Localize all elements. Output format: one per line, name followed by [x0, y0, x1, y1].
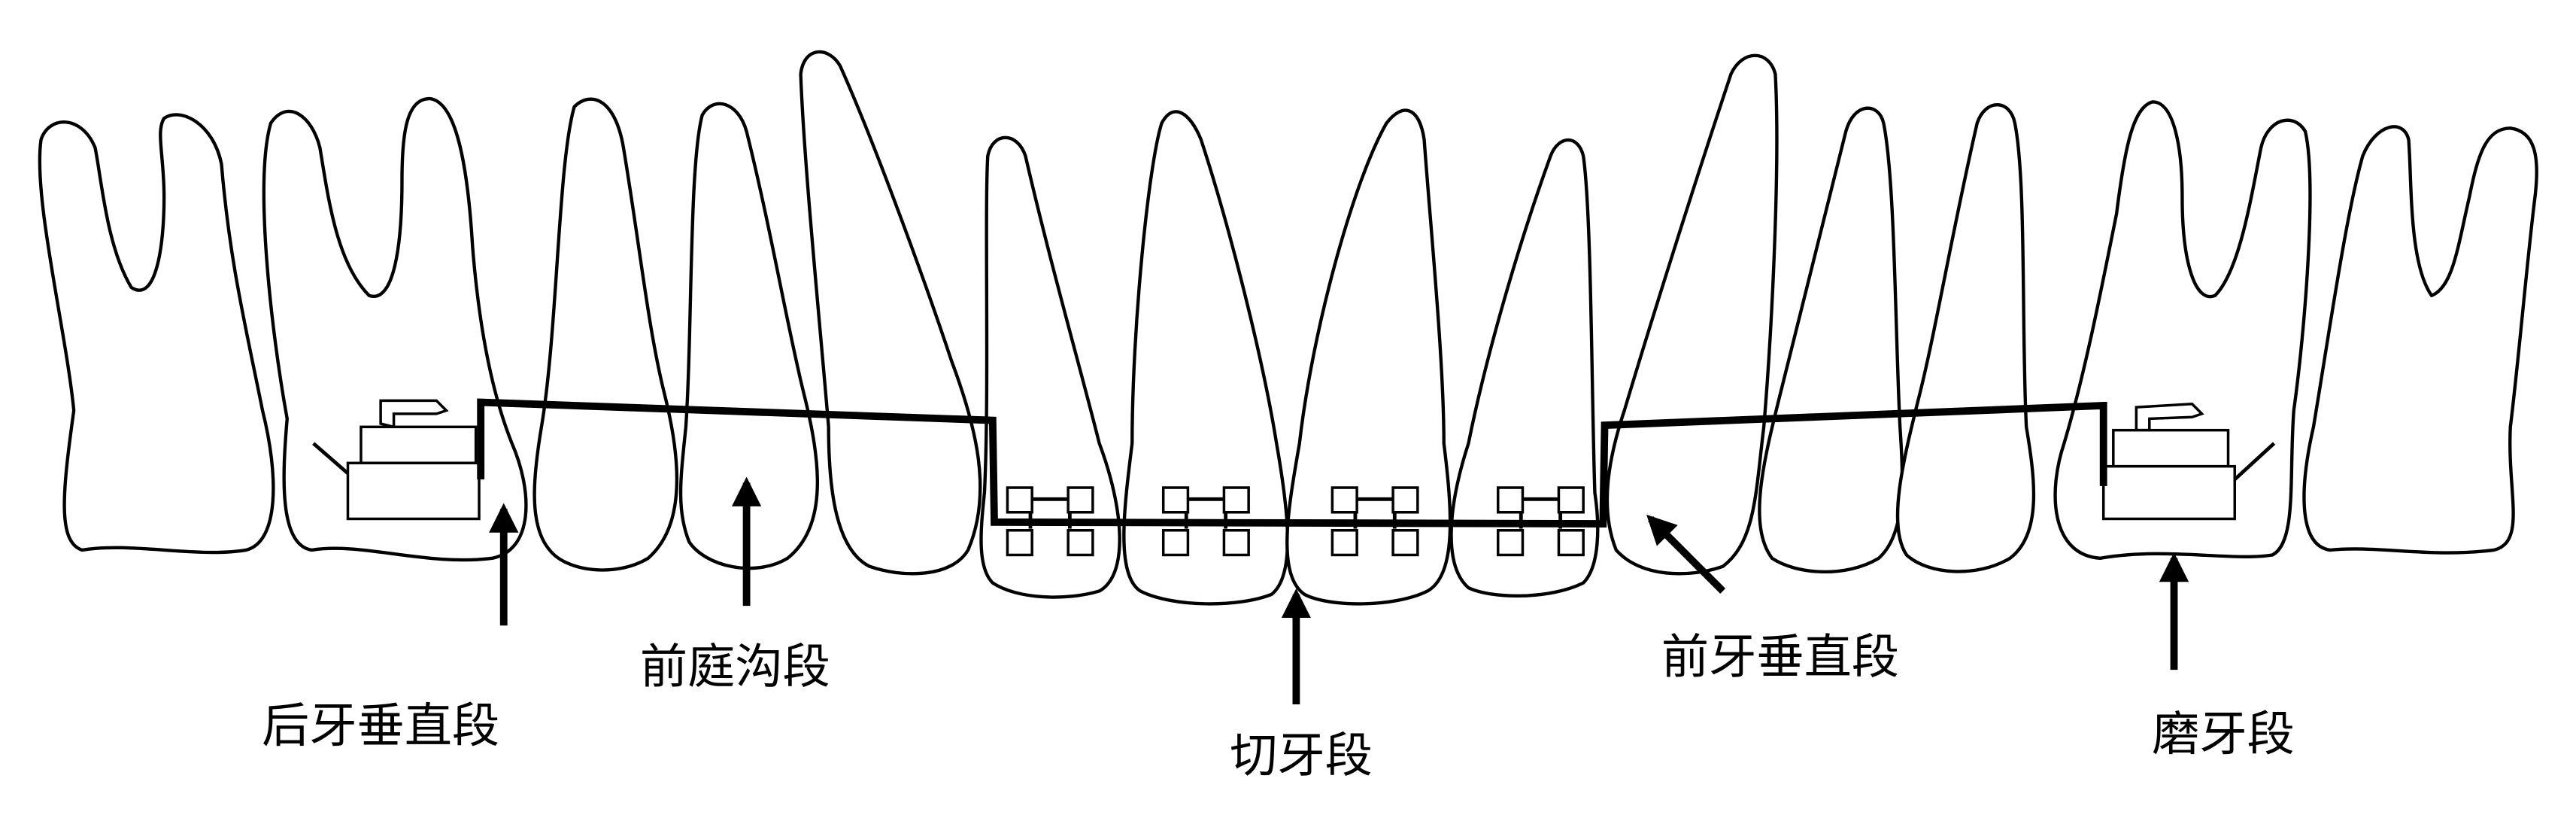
tooth-right-premolar-2: [1895, 103, 2036, 573]
labels: 后牙垂直段 前庭沟段 切牙段 前牙垂直段 磨牙段: [262, 629, 2295, 783]
tooth-left-molar-2: [38, 113, 275, 555]
left-tube-hook-line: [312, 442, 353, 478]
teeth: [38, 50, 2538, 606]
right-molar-tube: [2101, 402, 2276, 521]
tooth-left-central-incisor: [1122, 110, 1290, 606]
left-tube-hook: [379, 399, 449, 429]
bracket-wing: [1557, 486, 1585, 514]
bracket-1: [1006, 486, 1094, 557]
left-molar-tube: [312, 399, 481, 521]
archwire: [477, 398, 2107, 528]
bracket-wing: [1391, 529, 1419, 557]
left-tube-top: [360, 425, 478, 465]
arrows: [489, 476, 2189, 704]
left-tube-base: [346, 461, 481, 521]
right-tube-base: [2101, 464, 2236, 521]
label-incisor-segment: 切牙段: [1230, 727, 1373, 783]
bracket-wing: [1161, 529, 1190, 557]
bracket-3: [1330, 486, 1419, 557]
bracket-wing: [1161, 486, 1190, 514]
arrow-anterior-vertical: [1646, 514, 1726, 594]
tooth-right-premolar-1: [1758, 106, 1904, 574]
tooth-left-premolar-1: [678, 102, 819, 570]
bracket-wing: [1557, 529, 1585, 557]
tooth-left-lateral-incisor: [979, 135, 1121, 599]
bracket-wing: [1067, 529, 1094, 557]
right-tube-hook: [2135, 402, 2204, 432]
right-tube-top: [2112, 428, 2230, 468]
tooth-right-canine: [1605, 53, 1779, 576]
bracket-wing: [1222, 529, 1250, 557]
right-tube-hook-line: [2233, 442, 2276, 481]
label-molar-segment: 磨牙段: [2152, 706, 2295, 762]
label-anterior-vertical: 前牙垂直段: [1661, 629, 1899, 685]
bracket-2: [1161, 486, 1250, 557]
label-vestibular-segment: 前庭沟段: [640, 639, 830, 695]
tooth-left-canine: [799, 50, 982, 576]
bracket-wing: [1330, 486, 1358, 514]
bracket-wing: [1067, 486, 1094, 514]
bracket-wing: [1006, 529, 1033, 557]
tooth-right-lateral-incisor: [1449, 138, 1600, 598]
bracket-wing: [1330, 529, 1358, 557]
bracket-wing: [1006, 486, 1033, 514]
bracket-wing: [1496, 486, 1525, 514]
bracket-wing: [1391, 486, 1419, 514]
bracket-wing: [1496, 529, 1525, 557]
label-posterior-vertical: 后牙垂直段: [262, 698, 499, 753]
tooth-right-central-incisor: [1285, 108, 1452, 606]
tooth-right-molar-2: [2302, 125, 2538, 555]
bracket-wing: [1222, 486, 1250, 514]
tooth-left-premolar-2: [532, 97, 679, 572]
